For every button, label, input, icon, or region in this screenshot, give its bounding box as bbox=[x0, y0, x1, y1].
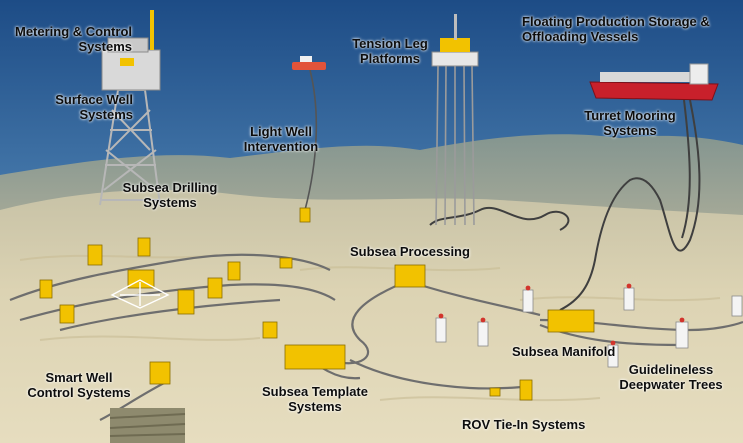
label-subsea-manifold: Subsea Manifold bbox=[512, 344, 616, 359]
label-light-well-intervention: Light Well Intervention bbox=[243, 124, 319, 154]
deepwater-trees bbox=[435, 287, 743, 368]
label-smart-well-control-systems: Smart Well Control Systems bbox=[27, 370, 131, 400]
drilling-template bbox=[110, 279, 170, 309]
label-fpso-vessels: Floating Production Storage & Offloading… bbox=[522, 14, 710, 44]
label-subsea-processing: Subsea Processing bbox=[350, 244, 470, 259]
smart-well-cutaway bbox=[109, 408, 186, 443]
fixed-platform bbox=[99, 10, 161, 206]
label-rov-tie-in-systems: ROV Tie-In Systems bbox=[462, 417, 586, 432]
tension-leg-platform bbox=[431, 14, 479, 226]
intervention-vessel bbox=[292, 62, 326, 70]
label-tension-leg-platforms: Tension Leg Platforms bbox=[352, 36, 428, 66]
label-subsea-template-systems: Subsea Template Systems bbox=[262, 384, 368, 414]
label-subsea-drilling-systems: Subsea Drilling Systems bbox=[122, 180, 218, 210]
fpso-vessel bbox=[589, 63, 719, 101]
label-turret-mooring-systems: Turret Mooring Systems bbox=[584, 108, 676, 138]
seabed bbox=[0, 190, 743, 443]
label-guidelineless-deepwater-trees: Guidelineless Deepwater Trees bbox=[619, 362, 723, 392]
tree-caps bbox=[438, 283, 685, 346]
label-surface-well-systems: Surface Well Systems bbox=[55, 92, 133, 122]
intervention-line bbox=[304, 69, 318, 211]
label-metering-control-systems: Metering & Control Systems bbox=[15, 24, 132, 54]
